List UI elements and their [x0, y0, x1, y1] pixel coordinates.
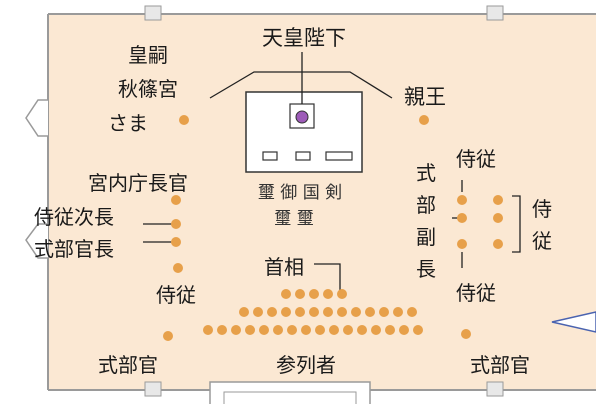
attendee-seat [379, 307, 389, 317]
attendee-seat [281, 307, 291, 317]
grand-steward-seat [171, 195, 181, 205]
attendee-seat [399, 325, 409, 335]
attendee-seat [385, 325, 395, 335]
attendee-seat [309, 307, 319, 317]
crown-prince-label-3: さま [108, 111, 148, 135]
chamberlain-left-label: 侍従 [156, 283, 196, 307]
attendee-seat [239, 307, 249, 317]
attendee-seat [371, 325, 381, 335]
deputy-label-4: 長 [416, 257, 436, 281]
vice-chamberlain-label: 侍従次長 [34, 205, 114, 229]
attendee-seat [217, 325, 227, 335]
attendee-seat [315, 325, 325, 335]
regalia-stand [262, 151, 278, 161]
entrance-steps [209, 381, 371, 404]
ceremonial-officer-right-label: 式部官 [470, 353, 530, 377]
attendee-seat [343, 325, 353, 335]
prince-seat [419, 115, 429, 125]
emperor-label: 天皇陛下 [262, 26, 346, 50]
attendee-seat [231, 325, 241, 335]
attendee-dots [163, 115, 503, 341]
chamberlain-right-bottom-label: 侍従 [456, 281, 496, 305]
ceremonial-chief-seat [171, 237, 181, 247]
pillar-icon [486, 381, 504, 397]
attendee-seat [323, 307, 333, 317]
chamberlain-right-top-label: 侍従 [456, 147, 496, 171]
crown-prince-label-1: 皇嗣 [128, 43, 168, 67]
crown-prince-seat [179, 115, 189, 125]
chamberlain-seat [457, 195, 467, 205]
chamberlain-seat [493, 213, 503, 223]
chamberlain-seat [457, 239, 467, 249]
prime-minister-label: 首相 [264, 255, 304, 279]
regalia-label: 璽 御 国 剣 [258, 183, 342, 203]
prime-minister-row-seat [323, 289, 333, 299]
door-icon [25, 99, 48, 137]
attendee-seat [245, 325, 255, 335]
ceremonial-officer-left-label: 式部官 [98, 353, 158, 377]
grand-steward-label: 宮内庁長官 [88, 171, 188, 195]
door-icon [25, 223, 48, 259]
regalia-stand [325, 151, 353, 161]
chamberlain-seat [173, 263, 183, 273]
prime-minister-row-seat [295, 289, 305, 299]
prime-minister-row-seat [281, 289, 291, 299]
attendee-seat [365, 307, 375, 317]
deputy-label-3: 副 [416, 225, 436, 249]
attendee-seat [273, 325, 283, 335]
deputy-label-2: 部 [416, 193, 436, 217]
attendee-seat [329, 325, 339, 335]
prime-minister-row-seat [309, 289, 319, 299]
attendee-seat [357, 325, 367, 335]
attendee-seat [413, 325, 423, 335]
attendee-seat [267, 307, 277, 317]
ceremonial-chief-label: 式部官長 [34, 237, 114, 261]
ceremonial-officer-seat [163, 331, 173, 341]
ceremonial-officer-seat [461, 329, 471, 339]
attendee-seat [295, 307, 305, 317]
deputy-label-1: 式 [416, 161, 436, 185]
attendee-seat [253, 307, 263, 317]
pillar-icon [486, 5, 504, 21]
regalia-stand [295, 151, 311, 161]
attendee-seat [203, 325, 213, 335]
pillar-icon [144, 381, 162, 397]
attendee-seat [393, 307, 403, 317]
attendees-label: 参列者 [276, 353, 336, 377]
attendee-seat [301, 325, 311, 335]
attendee-seat [337, 307, 347, 317]
prime-minister-row-seat [337, 289, 347, 299]
chamberlain-side-label-1: 侍 [532, 197, 552, 221]
chamberlain-side-label-2: 従 [532, 229, 552, 253]
attendee-seat [287, 325, 297, 335]
attendee-seat [407, 307, 417, 317]
prince-label: 親王 [404, 85, 446, 109]
chamberlain-seat [493, 239, 503, 249]
ceremonial-deputy-seat [457, 213, 467, 223]
camera-position-icon [551, 311, 596, 333]
pillar-icon [144, 5, 162, 21]
crown-prince-label-2: 秋篠宮 [118, 77, 178, 101]
attendee-seat [259, 325, 269, 335]
attendee-seat [351, 307, 361, 317]
vice-chamberlain-seat [171, 219, 181, 229]
emperor-position [295, 110, 309, 124]
regalia-sub-label: 璽 璽 [274, 209, 313, 229]
chamberlain-seat [493, 195, 503, 205]
